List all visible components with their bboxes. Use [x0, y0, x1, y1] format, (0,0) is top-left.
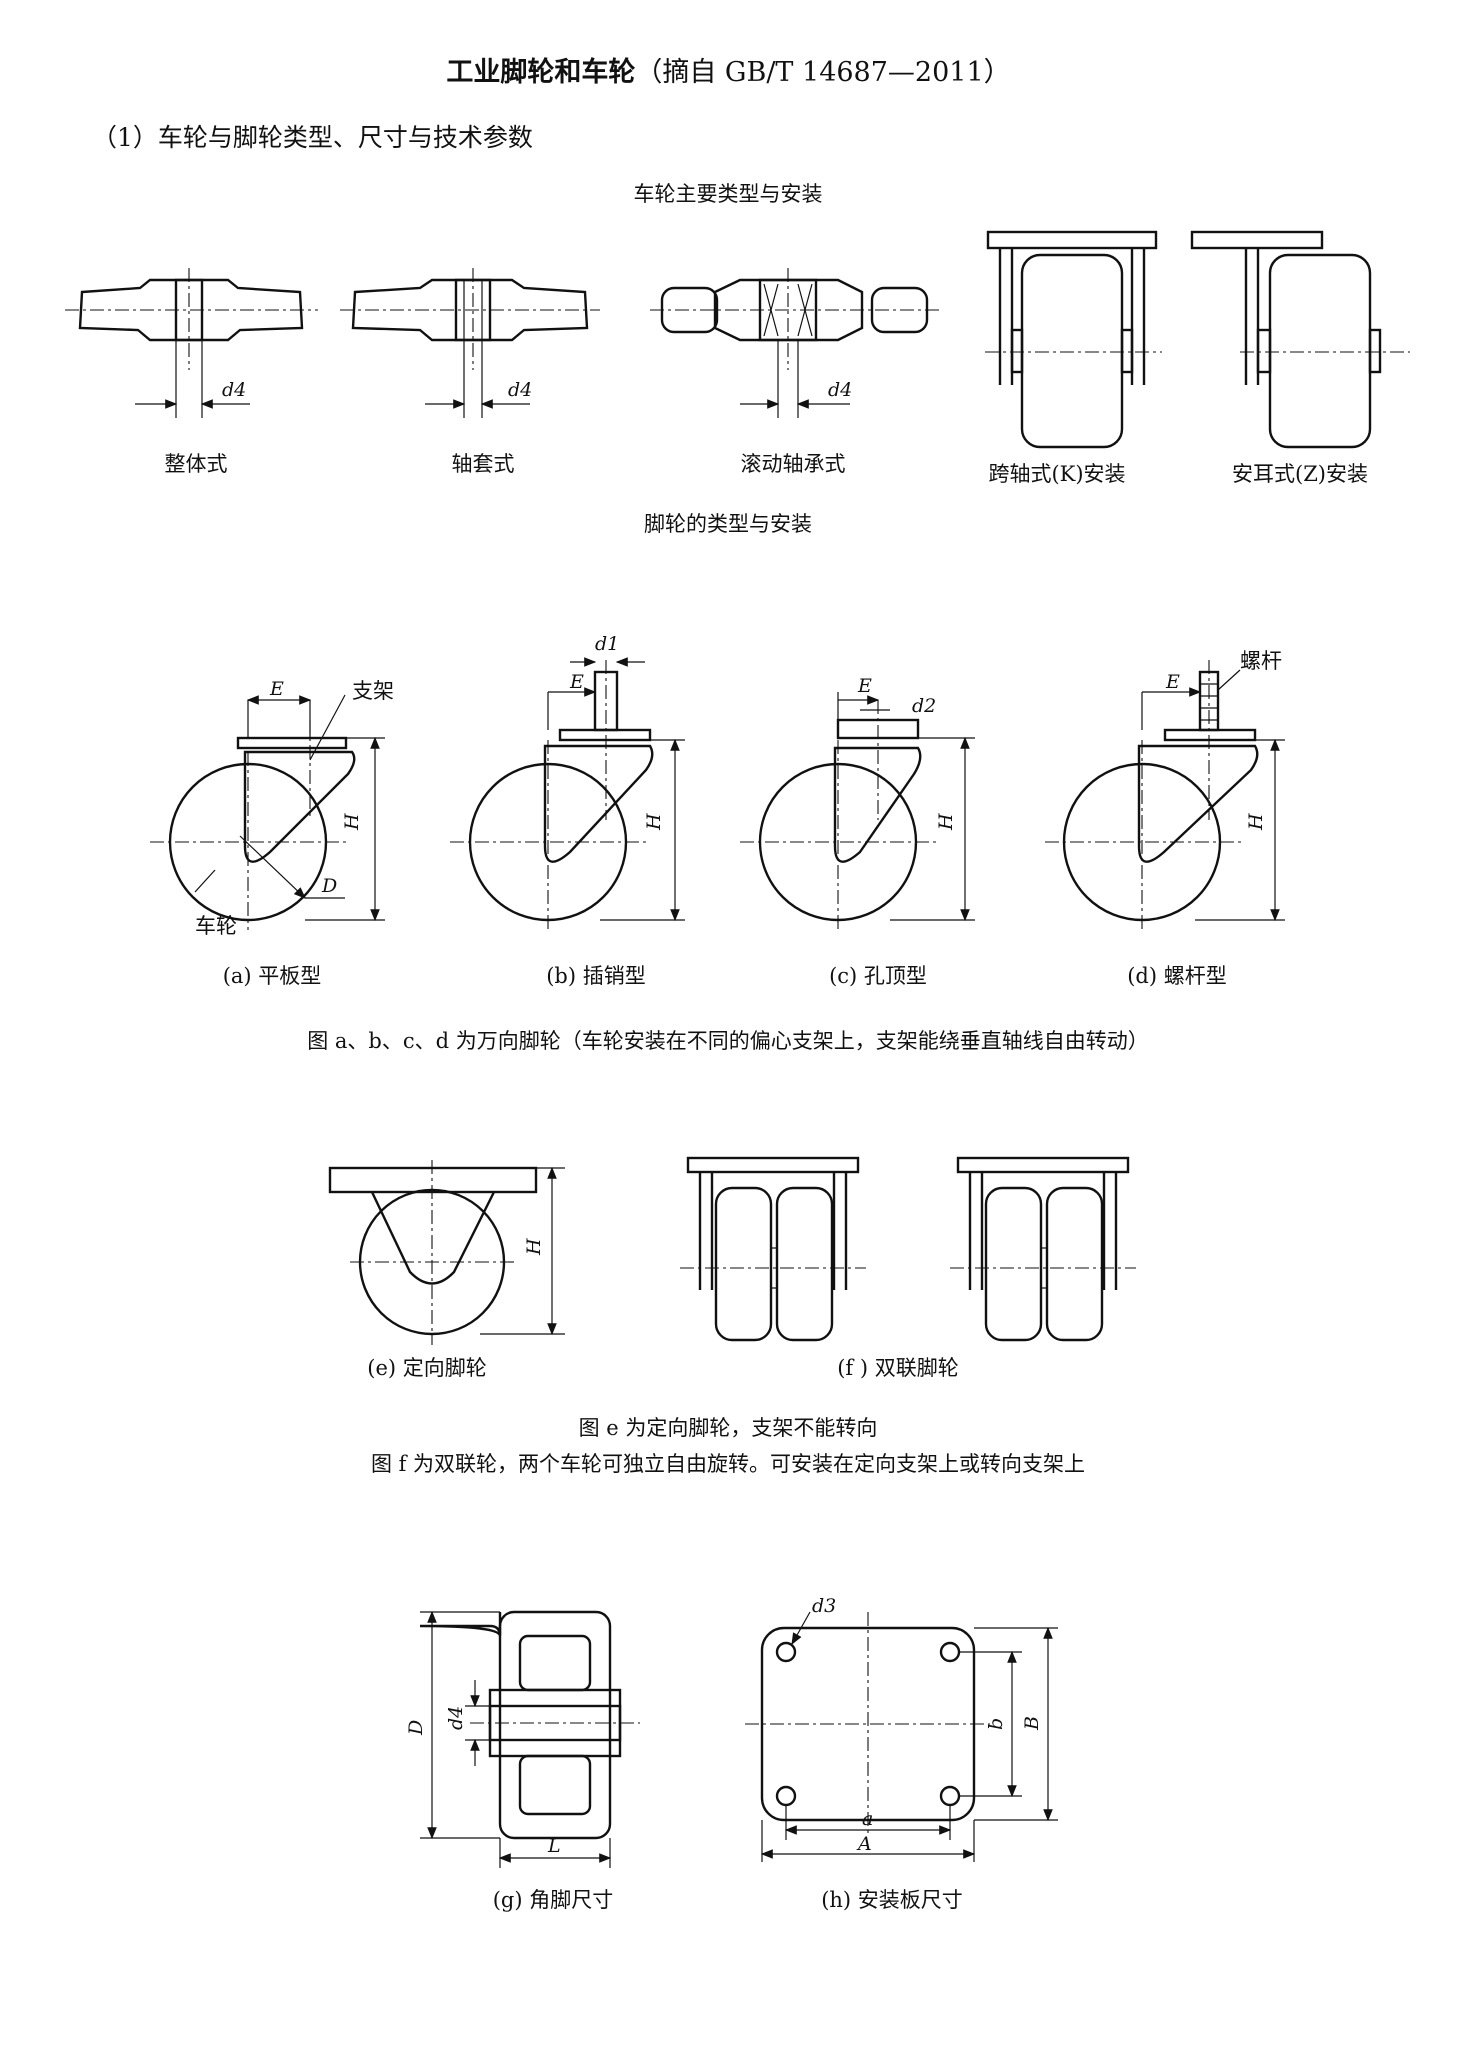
dim-H-c: H	[935, 813, 957, 831]
threaded-stem-caster-drawing: E H	[1045, 660, 1285, 930]
label-threaded-stem-caster: (d) 螺杆型	[1127, 964, 1227, 988]
solid-wheel-section: d4	[65, 268, 318, 418]
straddle-mount-drawing	[985, 230, 1162, 449]
dim-E-d: E	[1165, 671, 1180, 693]
dim-d4-3: d4	[828, 379, 852, 401]
fixed-caster-note: 图 e 为定向脚轮，支架不能转向	[578, 1416, 878, 1440]
title-bold: 工业脚轮和车轮	[446, 57, 636, 88]
label-straddle-mount: 跨轴式(K)安装	[988, 462, 1126, 486]
dim-E-c: E	[857, 675, 872, 697]
dim-d1: d1	[595, 633, 619, 655]
dim-D-g: D	[405, 1720, 427, 1736]
bolt-hole-caster-drawing: E d2 H	[740, 675, 975, 930]
lug-mount-drawing	[1190, 230, 1410, 449]
dim-b: b	[985, 1718, 1007, 1730]
dim-H-d: H	[1245, 813, 1267, 831]
label-plate-caster: (a) 平板型	[222, 964, 322, 988]
dim-d4-g: d4	[445, 1706, 467, 1730]
wheel-types-heading: 车轮主要类型与安装	[633, 182, 823, 206]
dim-d2: d2	[912, 695, 936, 717]
label-pin-caster: (b) 插销型	[546, 964, 646, 988]
fixed-caster-drawing: H	[328, 1160, 565, 1345]
dim-D-a: D	[321, 875, 337, 897]
dual-caster-drawing-1	[680, 1156, 866, 1342]
dim-E-a: E	[269, 678, 284, 700]
dual-caster-drawing-2	[950, 1156, 1136, 1342]
callout-bracket: 支架	[352, 679, 394, 703]
label-dual-caster: (f ) 双联脚轮	[837, 1356, 959, 1380]
dim-d3: d3	[812, 1595, 836, 1617]
swivel-caster-note: 图 a、b、c、d 为万向脚轮（车轮安装在不同的偏心支架上，支架能绕垂直轴线自由…	[307, 1029, 1149, 1053]
caster-types-heading: 脚轮的类型与安装	[644, 512, 812, 536]
label-bushing-wheel: 轴套式	[451, 452, 515, 476]
wheel-dimension-drawing: D d4 L	[405, 1610, 640, 1868]
title-standard: （摘自 GB/T 14687—2011）	[635, 57, 1011, 88]
dim-B: B	[1021, 1716, 1043, 1731]
page-title: 工业脚轮和车轮（摘自 GB/T 14687—2011）	[0, 50, 1457, 89]
label-solid-wheel: 整体式	[164, 452, 228, 476]
callout-screw: 螺杆	[1240, 649, 1282, 673]
bearing-wheel-section: d4	[650, 268, 940, 418]
dim-L: L	[547, 1835, 561, 1857]
dim-H-b: H	[643, 813, 665, 831]
plate-caster-drawing: E H D	[150, 678, 385, 930]
dim-d4-1: d4	[222, 379, 246, 401]
pin-caster-drawing: E d1 H	[450, 633, 685, 930]
label-lug-mount: 安耳式(Z)安装	[1232, 462, 1368, 486]
section-heading: （1）车轮与脚轮类型、尺寸与技术参数	[92, 123, 533, 152]
label-wheel-dimensions: (g) 角脚尺寸	[492, 1888, 614, 1912]
dim-a: a	[862, 1808, 873, 1830]
dim-d4-2: d4	[508, 379, 532, 401]
dual-caster-note: 图 f 为双联轮，两个车轮可独立自由旋转。可安装在定向支架上或转向支架上	[370, 1452, 1086, 1476]
dim-H-e: H	[523, 1238, 545, 1256]
label-bearing-wheel: 滚动轴承式	[740, 452, 846, 476]
label-bolt-hole-caster: (c) 孔顶型	[829, 964, 927, 988]
dim-E-b: E	[569, 671, 584, 693]
dim-H-a: H	[341, 813, 363, 831]
plate-dimension-drawing: d3 a A b B	[745, 1595, 1058, 1862]
bushing-wheel-section: d4	[340, 268, 600, 418]
label-plate-dimensions: (h) 安装板尺寸	[821, 1888, 963, 1912]
label-fixed-caster: (e) 定向脚轮	[367, 1356, 487, 1380]
dim-A: A	[856, 1833, 872, 1855]
